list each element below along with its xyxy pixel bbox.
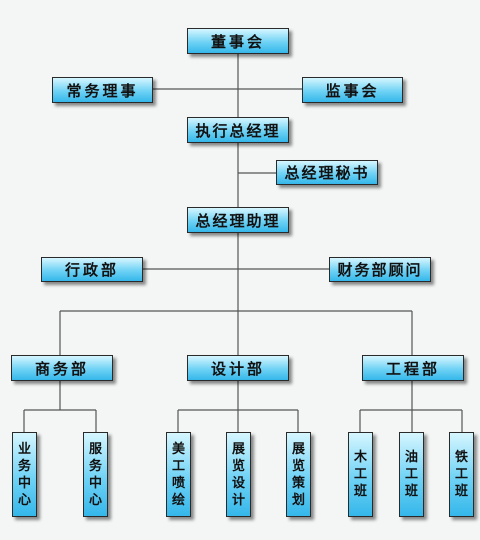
node-design-dept: 设计部: [187, 355, 289, 381]
node-general-manager-assistant: 总经理助理: [187, 207, 289, 233]
team-painting: 油工班: [399, 432, 424, 517]
team-art-printing: 美工喷绘: [166, 432, 191, 517]
node-supervisory-board: 监事会: [302, 77, 403, 103]
team-service-center: 服务中心: [83, 432, 108, 517]
node-executive-general-manager: 执行总经理: [187, 117, 289, 143]
team-exhibition-design: 展览设计: [226, 432, 251, 517]
team-business-center: 业务中心: [12, 432, 37, 517]
node-finance-advisor: 财务部顾问: [329, 257, 431, 282]
team-exhibition-planning: 展览策划: [286, 432, 311, 517]
node-business-dept: 商务部: [11, 355, 113, 381]
node-engineering-dept: 工程部: [362, 355, 464, 381]
node-board: 董事会: [187, 28, 289, 54]
node-general-manager-secretary: 总经理秘书: [276, 160, 378, 185]
node-administration-dept: 行政部: [41, 257, 143, 282]
team-ironwork: 铁工班: [449, 432, 474, 517]
node-executive-director: 常务理事: [52, 77, 153, 103]
team-carpentry: 木工班: [348, 432, 373, 517]
